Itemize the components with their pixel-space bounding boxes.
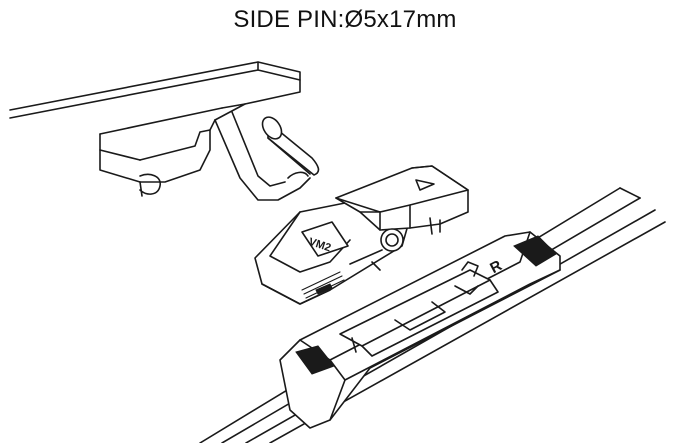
wiper-blade: R [199,187,666,443]
side-pin [261,116,320,176]
pin-hole [380,228,404,252]
wiper-arm [9,61,320,201]
vm2-adapter: VM2 [254,165,469,305]
diagram-title: SIDE PIN:Ø5x17mm [233,6,457,33]
adapter-label-plate: VM2 [301,221,349,257]
